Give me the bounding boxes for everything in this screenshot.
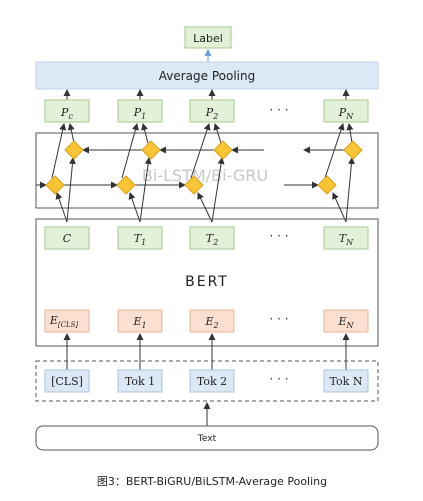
label-text: Label — [193, 32, 223, 45]
backward-cell-diamond — [141, 140, 161, 160]
token-box-2 — [189, 369, 235, 393]
token-box-n — [323, 369, 369, 393]
bert-output-ellipsis: · · · — [269, 229, 288, 243]
forward-cell-diamond — [317, 175, 337, 195]
bert-output-box-1 — [117, 226, 163, 250]
bi-rnn-layer-frame — [35, 132, 379, 209]
embedding-box-1 — [117, 309, 163, 333]
token-label-1: Tok 1 — [125, 375, 155, 388]
forward-cell-diamond — [116, 175, 136, 195]
pooled-ellipsis: · · · — [269, 103, 288, 117]
pooled-to-pooling-arrows — [63, 89, 350, 100]
backward-cell-diamond — [343, 140, 363, 160]
pooled-output-label-c: Pc — [60, 106, 73, 121]
token-to-embedding-arrows — [63, 333, 350, 370]
bert-block-frame — [35, 218, 379, 347]
bert-output-label-2: T2 — [206, 232, 218, 247]
text-input-label: Text — [197, 434, 217, 444]
bert-output-label-1: T1 — [134, 232, 146, 247]
embedding-label-cls: E[CLS] — [49, 314, 79, 329]
embedding-label-2: E2 — [204, 315, 218, 330]
token-input-frame — [35, 360, 379, 402]
pooled-output-label-2: P2 — [205, 106, 219, 121]
bi-rnn-layer-label: Bi-LSTM/Bi-GRU — [142, 166, 268, 185]
average-pooling-bar — [35, 61, 379, 90]
token-label-cls: [CLS] — [51, 375, 83, 388]
rnn-cells — [45, 140, 363, 195]
embedding-box-n — [323, 309, 369, 333]
bert-output-label-n: TN — [339, 232, 354, 247]
token-box-1 — [117, 369, 163, 393]
text-input-box — [35, 425, 379, 451]
figure-caption: 图3：BERT-BiGRU/BiLSTM-Average Pooling — [97, 475, 327, 488]
pooled-output-row: Pc P1 P2 PN · · · — [44, 99, 369, 123]
bert-output-box-2 — [189, 226, 235, 250]
pooled-output-box-1 — [117, 99, 163, 123]
pooled-output-box-2 — [189, 99, 235, 123]
bert-output-box-n — [323, 226, 369, 250]
pooled-output-box-n — [323, 99, 369, 123]
bert-label: BERT — [185, 274, 229, 290]
average-pooling-label: Average Pooling — [159, 69, 255, 83]
backward-cell-diamond — [64, 140, 84, 160]
token-label-2: Tok 2 — [197, 375, 227, 388]
token-ellipsis: · · · — [269, 372, 288, 386]
embedding-box-cls — [44, 309, 90, 333]
token-label-n: Tok N — [330, 375, 363, 388]
forward-cell-diamond — [184, 175, 204, 195]
forward-cell-diamond — [45, 175, 65, 195]
bert-output-box-c — [44, 226, 90, 250]
embedding-ellipsis: · · · — [269, 312, 288, 326]
bert-output-row: C T1 T2 TN · · · — [44, 226, 369, 250]
token-box-cls — [44, 369, 90, 393]
recurrent-connections — [36, 123, 355, 223]
embedding-box-2 — [189, 309, 235, 333]
backward-cell-diamond — [213, 140, 233, 160]
embedding-row: E[CLS] E1 E2 EN · · · — [44, 309, 369, 333]
pooled-output-label-n: PN — [338, 106, 354, 121]
bert-output-label-c: C — [63, 232, 72, 245]
embedding-label-1: E1 — [132, 315, 146, 330]
pooled-output-box-c — [44, 99, 90, 123]
embedding-label-n: EN — [337, 315, 354, 330]
token-row: [CLS] Tok 1 Tok 2 Tok N · · · — [44, 369, 369, 393]
label-box — [184, 26, 232, 49]
pooled-output-label-1: P1 — [133, 106, 147, 121]
